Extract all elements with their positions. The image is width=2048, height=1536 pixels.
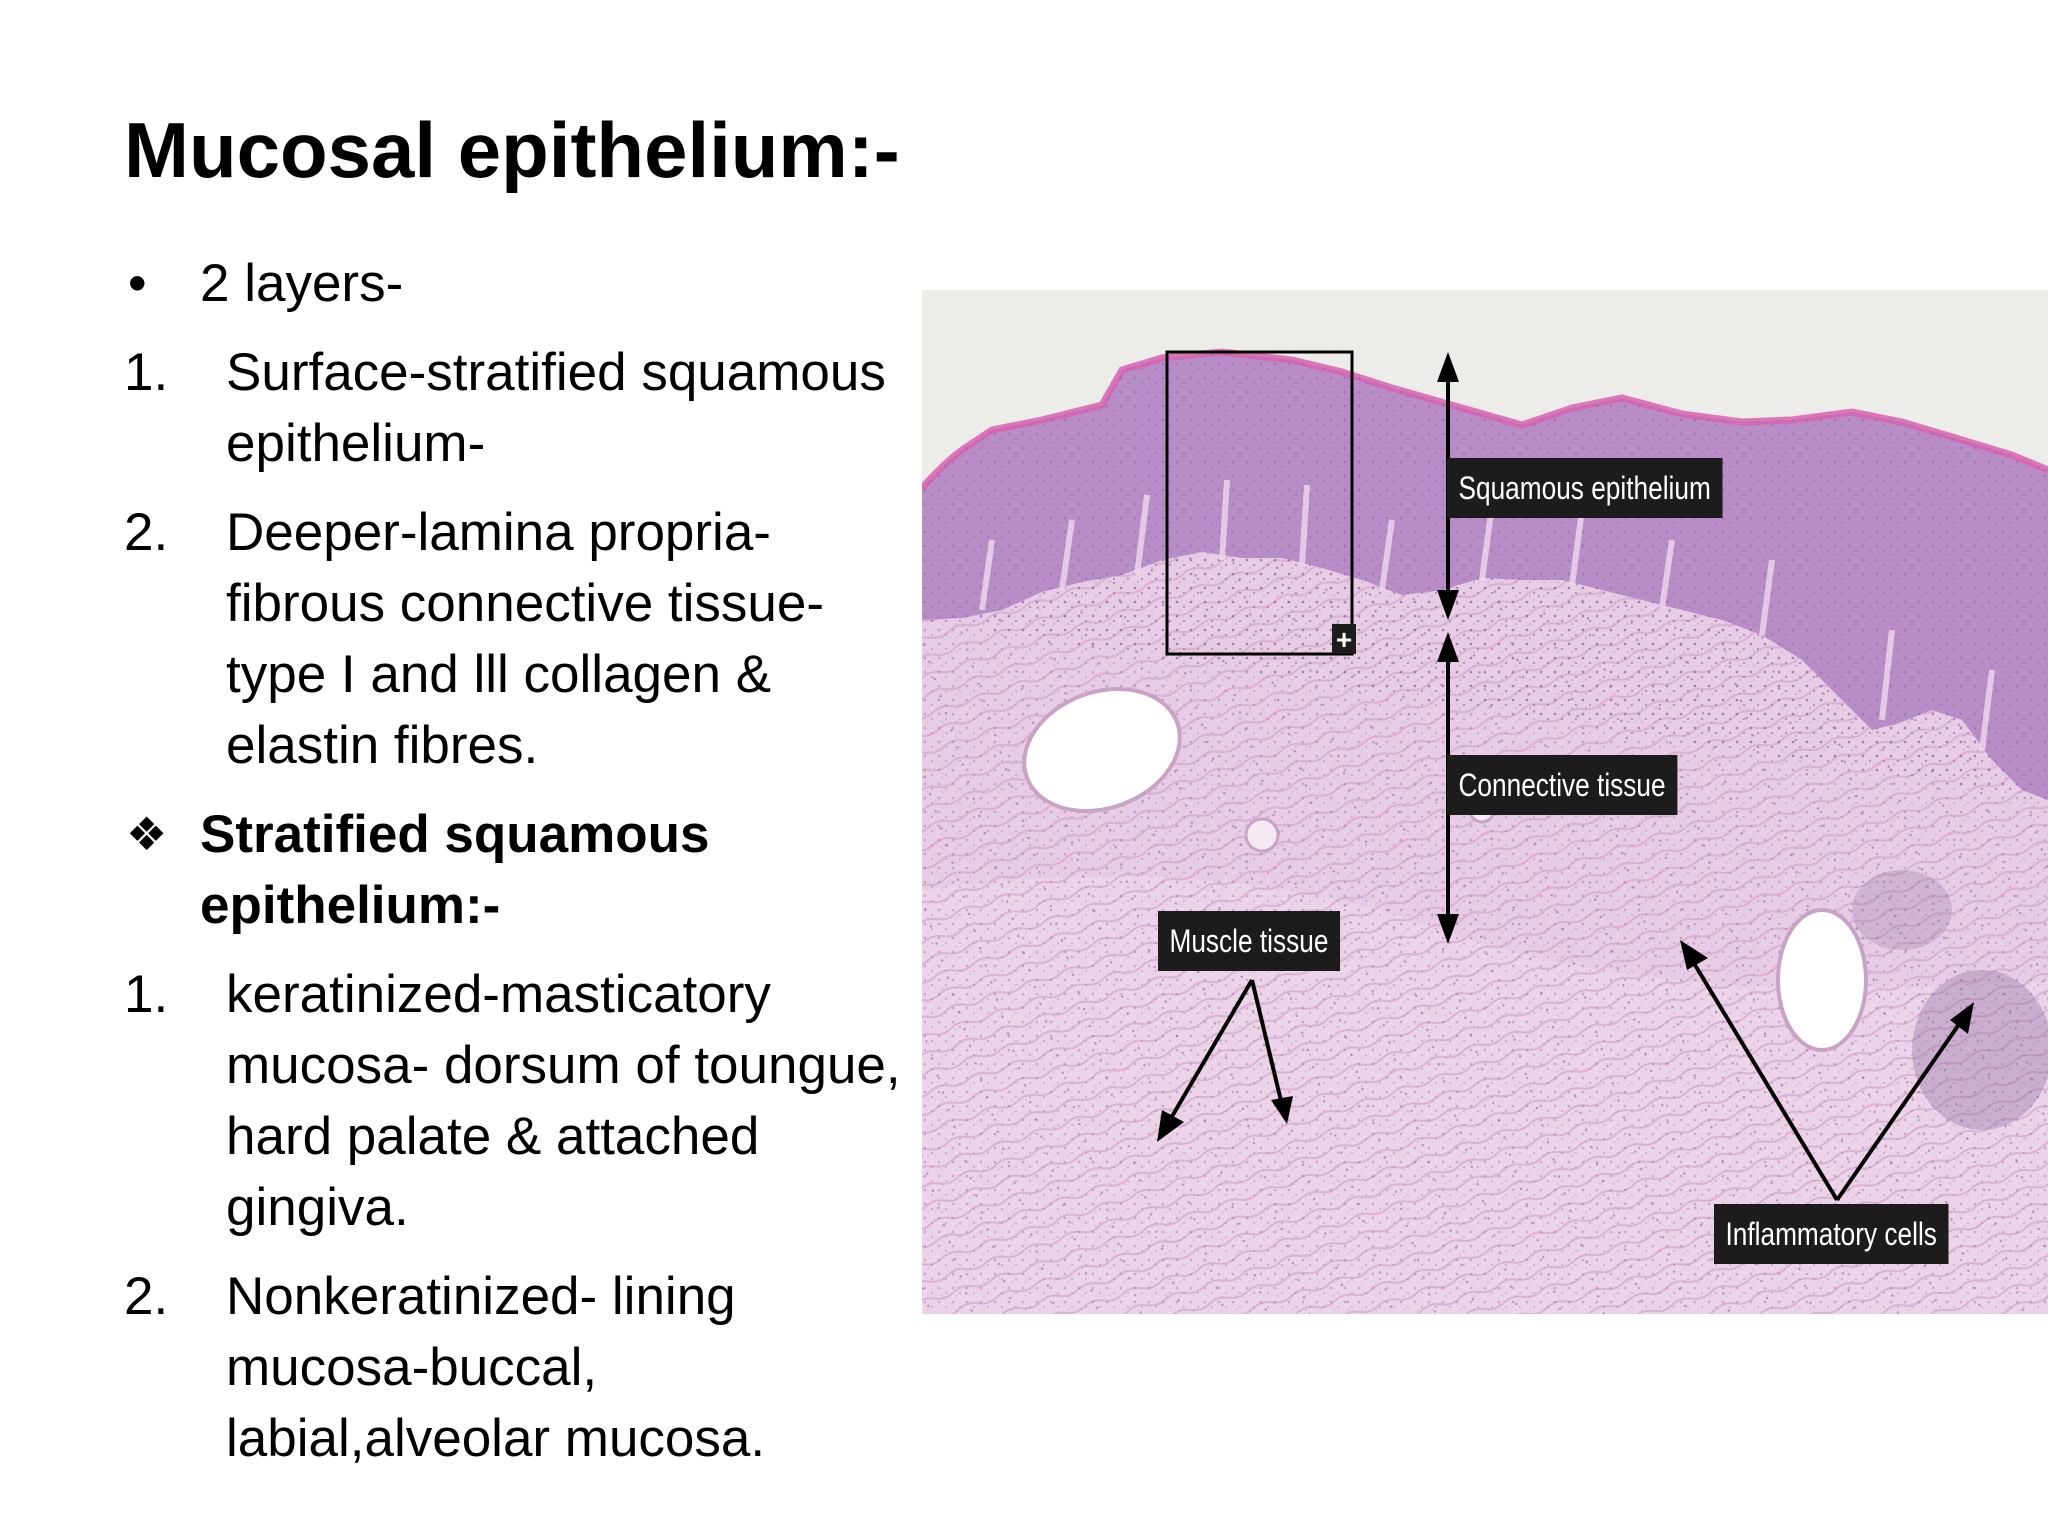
histology-image: + — [922, 348, 2048, 1314]
muscle-tissue-label: Muscle tissue — [1158, 911, 1340, 971]
bullet-marker: • — [128, 254, 147, 313]
connective-tissue-label: Connective tissue — [1447, 755, 1678, 815]
list-item-text: Deeper-lamina propria- fibrous connectiv… — [226, 503, 825, 775]
zoom-plus-icon: + — [1336, 624, 1352, 655]
section-heading: ❖ Stratified squamous epithelium:- — [124, 799, 924, 941]
slide-title: Mucosal epithelium:- — [124, 106, 900, 194]
section-heading-text: Stratified squamous epithelium:- — [200, 805, 710, 935]
number-marker: 1. — [124, 965, 169, 1024]
number-marker: 2. — [124, 503, 169, 562]
list-item: 1. Surface-stratified squamous epitheliu… — [124, 337, 924, 479]
zoom-box — [1165, 350, 1354, 656]
list-item-text: Surface-stratified squamous epithelium- — [226, 343, 886, 473]
list-item-text: Nonkeratinized- lining mucosa-buccal, la… — [226, 1267, 766, 1468]
number-marker: 1. — [124, 343, 169, 402]
blood-vessel — [1022, 687, 1182, 813]
squamous-epithelium-label: Squamous epithelium — [1447, 458, 1723, 518]
slide-body: • 2 layers- 1. Surface-stratified squamo… — [124, 248, 924, 1492]
number-marker: 2. — [124, 1267, 169, 1326]
blood-vessel — [1776, 908, 1868, 1052]
list-item: 2. Nonkeratinized- lining mucosa-buccal,… — [124, 1261, 924, 1474]
histology-figure: + — [922, 290, 2048, 1314]
list-item-text: 2 layers- — [200, 254, 404, 313]
list-item-text: keratinized-masticatory mucosa- dorsum o… — [226, 965, 901, 1237]
inflammatory-cells-label: Inflammatory cells — [1714, 1204, 1949, 1264]
list-item: • 2 layers- — [124, 248, 924, 319]
diamond-bullet-icon: ❖ — [126, 808, 168, 860]
list-item: 1. keratinized-masticatory mucosa- dorsu… — [124, 959, 924, 1243]
list-item: 2. Deeper-lamina propria- fibrous connec… — [124, 497, 924, 781]
